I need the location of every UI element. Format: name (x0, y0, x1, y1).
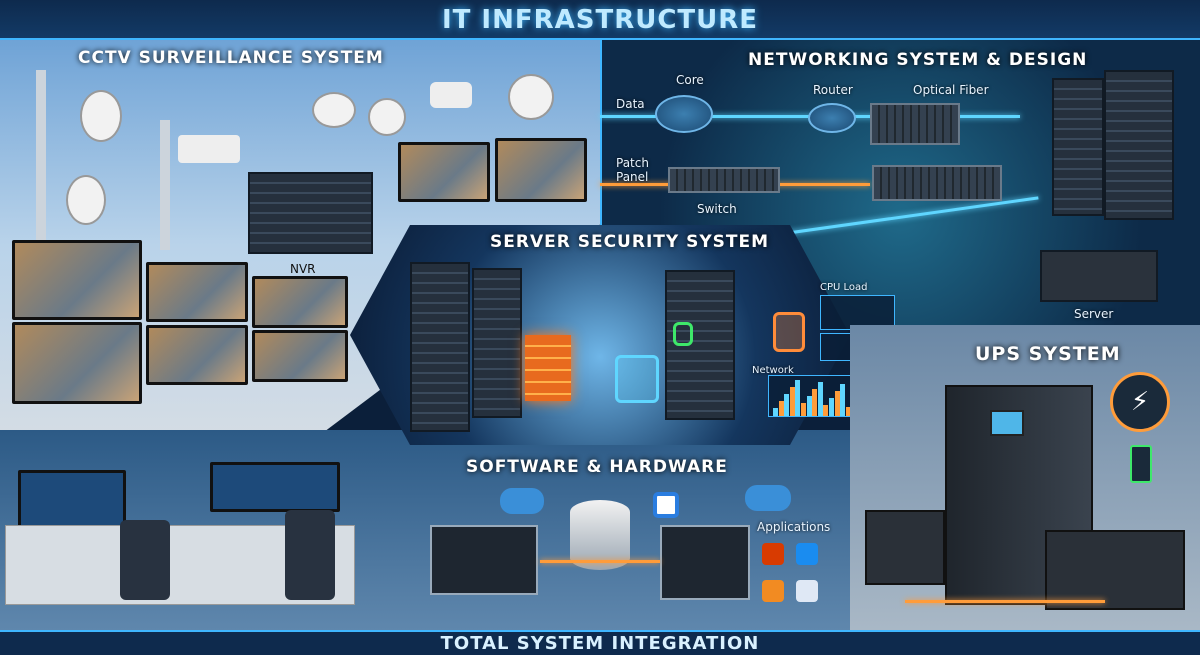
box-camera-icon (430, 82, 472, 108)
monitor (12, 240, 142, 320)
apps-grid-icon[interactable] (796, 580, 818, 602)
network-switch (872, 165, 1002, 201)
cloud-upload-icon (500, 488, 544, 514)
server-rack (472, 268, 522, 418)
browser-icon (653, 492, 679, 518)
fiber-panel (870, 103, 960, 145)
network-label: Network (752, 365, 794, 376)
chart-bar (823, 405, 829, 416)
cpu-load-label: CPU Load (820, 282, 868, 293)
database-icon (570, 500, 630, 570)
chart-bar (801, 403, 806, 416)
router-label: Router (813, 83, 853, 97)
cloud-sync-icon (745, 485, 791, 511)
ups-display (990, 410, 1024, 436)
footer-bar: TOTAL SYSTEM INTEGRATION (0, 630, 1200, 655)
server-label: Server (1074, 307, 1114, 321)
server-rack (1052, 78, 1104, 216)
power-tower-icon: ⚡ (1110, 372, 1170, 432)
chart-bar (812, 389, 818, 416)
bullet-camera-icon (178, 135, 240, 163)
dome-camera-icon (508, 74, 554, 120)
page-title: IT INFRASTRUCTURE (441, 5, 759, 35)
dome-camera-icon (368, 98, 406, 136)
nvr-label: NVR (290, 262, 316, 276)
chart-bar (795, 380, 801, 416)
chart-bar (773, 408, 778, 416)
security-title: SERVER SECURITY SYSTEM (490, 232, 770, 252)
data-label: Data (616, 97, 645, 111)
core-router-icon (655, 95, 713, 133)
optical-fiber-label: Optical Fiber (913, 83, 989, 97)
monitor (495, 138, 587, 202)
software-title: SOFTWARE & HARDWARE (466, 457, 728, 477)
battery-bank (865, 510, 945, 585)
laptop-icon (430, 525, 538, 595)
chart-bar (789, 387, 795, 416)
monitor (146, 325, 248, 385)
server-box (1040, 250, 1158, 302)
office-app-icon[interactable] (762, 543, 784, 565)
router-icon (808, 103, 856, 133)
chart-bar (778, 401, 784, 416)
monitor (146, 262, 248, 322)
patch-panel-switch (668, 167, 780, 193)
padlock-icon (615, 355, 659, 403)
nvr-device (248, 172, 373, 254)
switch-label: Switch (697, 202, 737, 216)
connection-line (540, 560, 660, 563)
office-chair (120, 520, 170, 600)
chart-bar (817, 382, 823, 416)
chart-bar (829, 398, 834, 416)
monitor (12, 322, 142, 404)
padlock-icon (773, 312, 805, 352)
networking-title: NETWORKING SYSTEM & DESIGN (748, 50, 1088, 70)
monitor (398, 142, 490, 202)
dome-camera-icon (312, 92, 356, 128)
network-bar-chart (768, 375, 852, 417)
battery-icon (1130, 445, 1152, 483)
padlock-icon (673, 322, 693, 346)
chart-bar (845, 407, 851, 416)
ups-title: UPS SYSTEM (975, 343, 1121, 365)
battery-bank (1045, 530, 1185, 610)
server-rack (1104, 70, 1174, 220)
chart-bar (806, 396, 812, 416)
ptz-camera-icon (80, 90, 122, 142)
office-chair (285, 510, 335, 600)
workstation-monitor (210, 462, 340, 512)
firewall-icon (525, 335, 571, 401)
workstation-monitor (18, 470, 126, 530)
patch-panel-label: Patch Panel (616, 156, 649, 184)
server-rack (410, 262, 470, 432)
monitor (252, 330, 348, 382)
chart-bar (840, 384, 846, 416)
cpu-load-chart (820, 295, 895, 330)
camera-pole (36, 70, 46, 250)
books-app-icon[interactable] (762, 580, 784, 602)
laptop-icon (660, 525, 750, 600)
core-label: Core (676, 73, 704, 87)
cctv-title: CCTV SURVEILLANCE SYSTEM (78, 48, 384, 68)
monitor (252, 276, 348, 328)
applications-label: Applications (757, 520, 831, 534)
header-bar: IT INFRASTRUCTURE (0, 0, 1200, 40)
footer-title: TOTAL SYSTEM INTEGRATION (440, 633, 760, 654)
power-line (905, 600, 1105, 603)
chart-bar (834, 391, 840, 416)
camera-pole (160, 120, 170, 250)
app-store-icon[interactable] (796, 543, 818, 565)
chart-bar (784, 394, 790, 416)
ptz-camera-icon (66, 175, 106, 225)
